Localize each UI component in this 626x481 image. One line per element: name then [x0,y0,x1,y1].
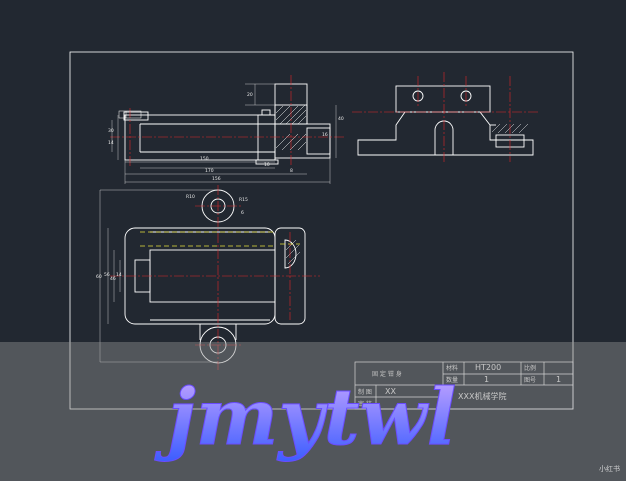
title-checker-label: 审 核 [358,401,372,408]
title-scale-label: 比例 [524,365,537,372]
dim-8: 8 [290,168,293,174]
top-hidden-lines [140,231,300,247]
side-view [357,85,534,156]
title-drawing-no: 1 [556,375,562,384]
dim-14: 14 [108,140,114,146]
title-block [354,361,574,410]
dim-14b: 14 [116,272,122,278]
dim-156: 156 [212,176,221,182]
dim-r15: R15 [239,197,248,203]
top-center-lines [110,185,320,370]
dim-40: 40 [338,116,344,122]
dim-10: 10 [264,162,270,168]
title-material-label: 材料 [446,365,459,372]
watermark-text: jmytwl [155,372,457,463]
dim-170: 170 [205,168,214,174]
dim-56: 56 [104,272,110,278]
front-dim-texts: 150 170 156 10 8 20 40 30 14 16 [108,92,344,182]
front-view [123,83,331,165]
dim-60: 60 [96,274,102,280]
top-dimensions [99,189,218,363]
dim-46: 46 [110,276,116,282]
corner-badge: 小红书 [599,465,620,473]
watermark: jmytwl [154,372,457,464]
title-quantity-label: 数量 [446,377,459,384]
tolerance-frame [118,110,142,119]
title-school: XXX机械学院 [458,392,507,401]
dim-r10: R10 [186,194,195,200]
top-hatch [285,239,301,265]
dim-30: 30 [108,128,114,134]
gray-overlay-band [0,342,626,481]
dim-20: 20 [247,92,253,98]
title-quantity: 1 [484,375,490,384]
top-dim-texts: R10 R15 6 60 56 46 14 [96,194,248,282]
title-material: HT200 [475,363,502,372]
title-drawing-name: 固 定 钳 身 [372,371,402,378]
title-drawing-no-label: 图号 [524,377,537,384]
side-hatch [491,123,529,134]
drawing-border [69,51,574,410]
title-drafter-label: 制 图 [358,389,372,396]
dim-150: 150 [200,156,209,162]
hatch-front-jaw [275,104,307,151]
dim-16: 16 [322,132,328,138]
side-center-lines [352,72,540,162]
title-drafter: XX [385,387,396,396]
dim-6: 6 [241,210,244,216]
top-view [124,189,306,364]
front-dimensions [111,83,337,184]
